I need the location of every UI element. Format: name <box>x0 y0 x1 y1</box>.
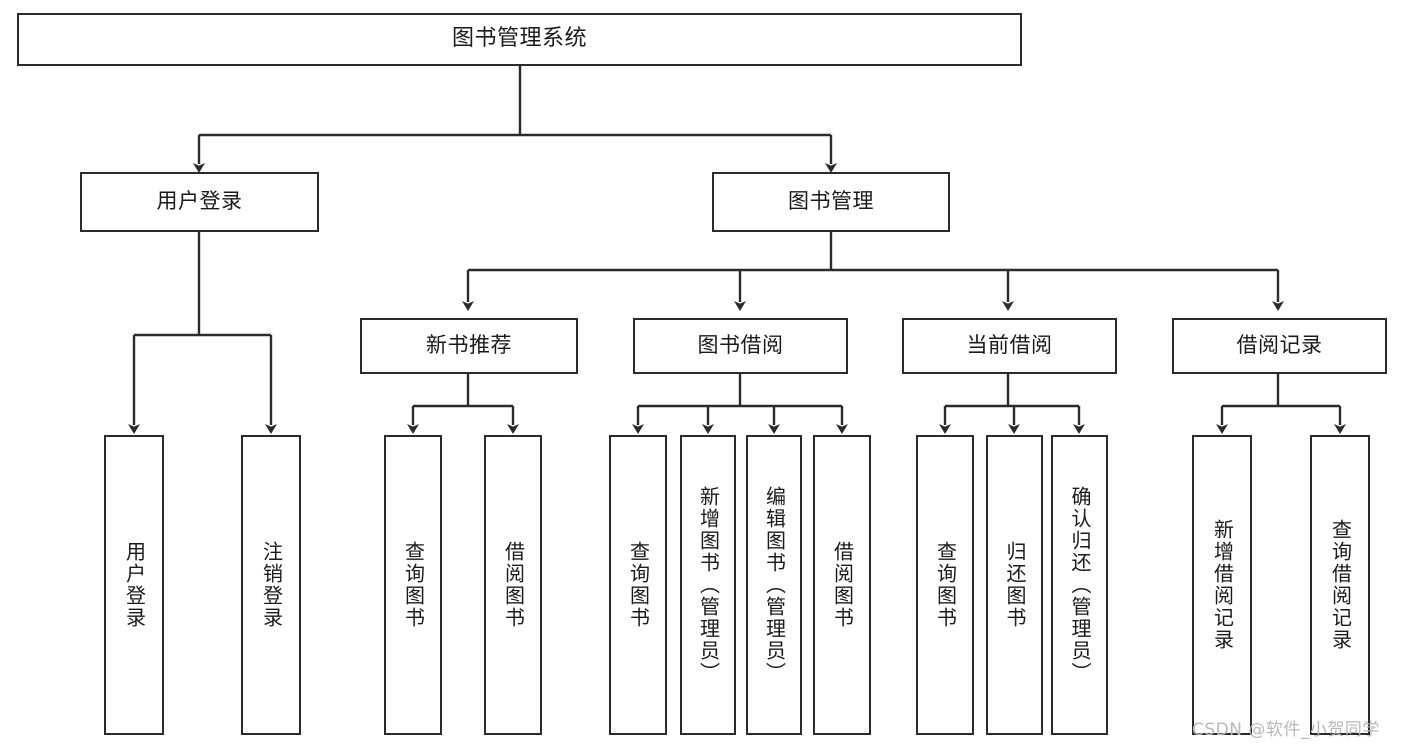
node-current-borrow[interactable]: 当前借阅 <box>902 318 1117 374</box>
node-leaf-edit-book[interactable]: 编辑图书（管理员） <box>746 435 802 735</box>
node-leaf-query-book-1[interactable]: 查询图书 <box>384 435 442 735</box>
node-leaf-query-book-2[interactable]: 查询图书 <box>609 435 667 735</box>
node-leaf-add-book-label: 新增图书（管理员） <box>696 486 721 684</box>
node-leaf-logout-login[interactable]: 注销登录 <box>241 435 301 735</box>
node-book-borrow[interactable]: 图书借阅 <box>633 318 848 374</box>
node-root-label: 图书管理系统 <box>451 26 587 52</box>
node-leaf-return-book-label: 归还图书 <box>1003 541 1027 629</box>
node-leaf-query-record-label: 查询借阅记录 <box>1328 519 1353 651</box>
node-leaf-query-book-1-label: 查询图书 <box>401 541 426 629</box>
csdn-watermark: CSDN @软件_小贺同学 <box>1192 720 1380 740</box>
node-leaf-add-record[interactable]: 新增借阅记录 <box>1192 435 1252 735</box>
node-book-borrow-label: 图书借阅 <box>697 333 784 358</box>
node-leaf-add-book[interactable]: 新增图书（管理员） <box>680 435 736 735</box>
node-borrow-record[interactable]: 借阅记录 <box>1172 318 1387 374</box>
node-leaf-borrow-book-1[interactable]: 借阅图书 <box>484 435 542 735</box>
node-user-login[interactable]: 用户登录 <box>80 172 319 232</box>
node-leaf-logout-login-label: 注销登录 <box>259 541 284 629</box>
node-current-borrow-label: 当前借阅 <box>966 333 1053 358</box>
node-leaf-user-login-label: 用户登录 <box>122 541 147 629</box>
node-leaf-return-book[interactable]: 归还图书 <box>986 435 1043 735</box>
node-leaf-borrow-book-1-label: 借阅图书 <box>501 541 526 629</box>
node-book-manage-label: 图书管理 <box>788 189 874 214</box>
node-leaf-borrow-book-2[interactable]: 借阅图书 <box>813 435 871 735</box>
node-leaf-query-record[interactable]: 查询借阅记录 <box>1310 435 1370 735</box>
node-leaf-confirm-return[interactable]: 确认归还（管理员） <box>1051 435 1108 735</box>
node-root[interactable]: 图书管理系统 <box>17 13 1022 66</box>
node-leaf-edit-book-label: 编辑图书（管理员） <box>762 486 787 684</box>
node-leaf-query-book-2-label: 查询图书 <box>626 541 651 629</box>
node-book-manage[interactable]: 图书管理 <box>712 172 950 232</box>
node-new-book-rec[interactable]: 新书推荐 <box>360 318 578 374</box>
node-new-book-rec-label: 新书推荐 <box>426 333 512 358</box>
node-leaf-borrow-book-2-label: 借阅图书 <box>830 541 855 629</box>
node-leaf-query-book-3-label: 查询图书 <box>933 541 958 629</box>
node-leaf-add-record-label: 新增借阅记录 <box>1210 519 1235 651</box>
node-borrow-record-label: 借阅记录 <box>1236 333 1323 358</box>
node-leaf-query-book-3[interactable]: 查询图书 <box>916 435 974 735</box>
node-user-login-label: 用户登录 <box>156 189 243 214</box>
node-leaf-user-login[interactable]: 用户登录 <box>104 435 164 735</box>
node-leaf-confirm-return-label: 确认归还（管理员） <box>1068 486 1092 684</box>
